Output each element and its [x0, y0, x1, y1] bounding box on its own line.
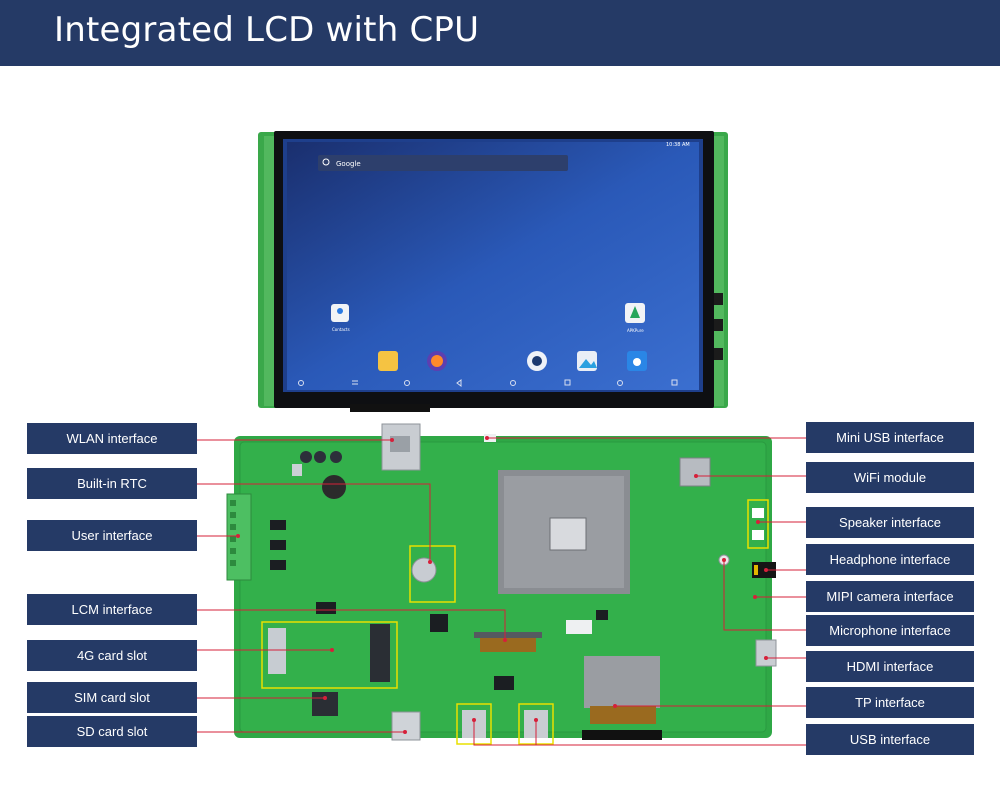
label-mini-usb-interface: Mini USB interface: [806, 422, 974, 453]
apkpure-label: APKPure: [627, 328, 644, 333]
label-wlan-interface: WLAN interface: [27, 423, 197, 454]
label-speaker-interface: Speaker interface: [806, 507, 974, 538]
label-headphone-interface: Headphone interface: [806, 544, 974, 575]
label-wifi-module: WiFi module: [806, 462, 974, 493]
pcb-board: [226, 423, 777, 745]
contacts-label: Contacts: [332, 327, 350, 332]
nav-bar-icons: [298, 379, 678, 387]
label-sd-card-slot: SD card slot: [27, 716, 197, 747]
label-sim-card-slot: SIM card slot: [27, 682, 197, 713]
leader-dots: [236, 436, 768, 734]
label-mipi-camera-interface: MIPI camera interface: [806, 581, 974, 612]
search-icon: [322, 158, 330, 166]
folder-icon: [378, 351, 398, 371]
label-usb-interface: USB interface: [806, 724, 974, 755]
label-built-in-rtc: Built-in RTC: [27, 468, 197, 499]
header-bar: Integrated LCD with CPU: [0, 0, 1000, 66]
label-hdmi-interface: HDMI interface: [806, 651, 974, 682]
search-bar: [318, 155, 568, 171]
label-tp-interface: TP interface: [806, 687, 974, 718]
label-user-interface: User interface: [27, 520, 197, 551]
label-4g-card-slot: 4G card slot: [27, 640, 197, 671]
status-time: 10:38 AM: [666, 142, 690, 148]
page-title: Integrated LCD with CPU: [54, 10, 480, 50]
leader-lines: [197, 437, 806, 746]
label-microphone-interface: Microphone interface: [806, 615, 974, 646]
lcd-module: Google 10:38 AM Contacts APKPure: [258, 131, 728, 412]
label-lcm-interface: LCM interface: [27, 594, 197, 625]
search-placeholder: Google: [336, 160, 361, 168]
